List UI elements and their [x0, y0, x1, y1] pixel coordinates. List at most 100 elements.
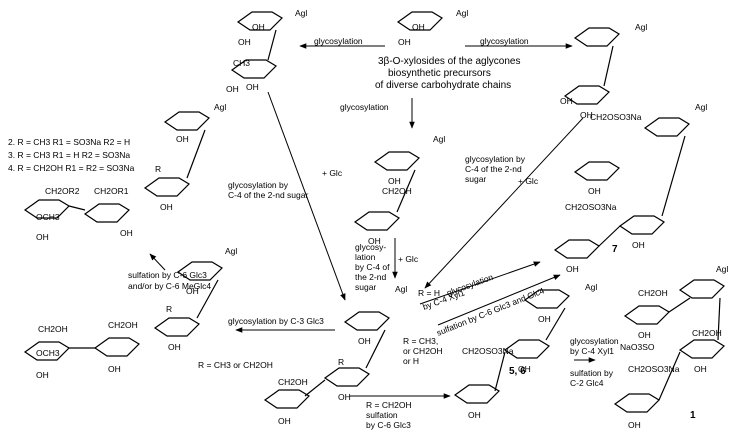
- agl-top-center: Agl: [456, 8, 468, 18]
- oh-19: OH: [358, 336, 371, 346]
- compound-numbers: 7 5, 6 1: [509, 244, 696, 421]
- label-r-ch2oh-1: R = CH2OH: [366, 400, 412, 410]
- label-xyl1-2: by C-4 Xyl1: [570, 346, 614, 356]
- label-sulf-c6-1: sulfation by C-6 Glc3: [128, 270, 207, 280]
- label-glycosy-4: the 2-nd: [355, 272, 386, 282]
- label-c4-left-1: glycosylation by: [228, 180, 289, 190]
- label-glyc-down: glycosylation: [340, 102, 389, 112]
- label-r-ch3: R = CH3 or CH2OH: [198, 360, 273, 370]
- def-4: 4. R = CH2OH R1 = R2 = SO3Na: [8, 163, 135, 173]
- och3-2: OCH3: [36, 348, 60, 358]
- r-central: R: [338, 357, 344, 367]
- agl-56: Agl: [585, 282, 597, 292]
- oh-13: OH: [388, 176, 401, 186]
- ch3-top-left: CH3: [233, 58, 250, 68]
- oh-10: OH: [160, 202, 173, 212]
- oh-17: OH: [108, 364, 121, 374]
- r-left-bottom: R: [166, 304, 172, 314]
- label-rh-1: R = H: [418, 288, 440, 298]
- oh-23: OH: [632, 240, 645, 250]
- label-r-mid-2: or CH2OH: [403, 346, 443, 356]
- compound-1: 1: [690, 410, 696, 421]
- ch2oh-lb-2: CH2OH: [108, 320, 138, 330]
- agl-7: Agl: [695, 102, 707, 112]
- agl-1: Agl: [716, 264, 728, 274]
- oh-3: OH: [252, 22, 265, 32]
- ch2or1: CH2OR1: [94, 186, 129, 196]
- agl-central: Agl: [395, 284, 407, 294]
- label-glc-mid: + Glc: [398, 254, 419, 264]
- substituent-labels: Agl Agl Agl Agl Agl Agl Agl Agl Agl Agl …: [36, 8, 728, 387]
- ch2or2: CH2OR2: [45, 186, 80, 196]
- oh-27: OH: [468, 410, 481, 420]
- label-r-ch2oh-2: sulfation: [366, 410, 398, 420]
- hydroxyl-labels: OH OH OH OH OH OH OH OH OH OH OH OH OH O…: [36, 22, 707, 430]
- ch2oh-center: CH2OH: [382, 186, 412, 196]
- sugar-rings: [23, 11, 725, 413]
- ch2oh-central: CH2OH: [278, 377, 308, 387]
- label-c4-left-2: C-4 of the 2-nd sugar: [228, 190, 308, 200]
- label-c4-right-3: sugar: [465, 174, 486, 184]
- ch2oso3na-7a: CH2OSO3Na: [590, 112, 642, 122]
- agl-center: Agl: [433, 134, 445, 144]
- oh-2: OH: [398, 37, 411, 47]
- compound-definitions: 2. R = CH3 R1 = SO3Na R2 = H 3. R = CH3 …: [8, 137, 135, 173]
- ch2oh-1b: CH2OH: [692, 328, 722, 338]
- r-left: R: [155, 164, 161, 174]
- label-glyc-c3: glycosylation by C-3 Glc3: [228, 316, 324, 326]
- center-line-2: biosynthetic precursors: [388, 68, 491, 79]
- label-r-ch2oh-3: by C-6 Glc3: [366, 420, 411, 430]
- naso3o-1: NaO3SO: [620, 342, 655, 352]
- oh-6: OH: [226, 84, 239, 94]
- agl-left: Agl: [214, 102, 226, 112]
- label-c4-right-1: glycosylation by: [465, 154, 526, 164]
- label-glycosy-1: glycosy-: [355, 242, 386, 252]
- label-r-mid-1: R = CH3,: [403, 336, 438, 346]
- oh-7: OH: [580, 110, 593, 120]
- agl-top-left: Agl: [295, 8, 307, 18]
- oh-5: OH: [246, 82, 259, 92]
- oh-4: OH: [238, 37, 251, 47]
- oh-29: OH: [628, 420, 641, 430]
- label-glc-right: + Glc: [518, 176, 539, 186]
- center-line-1: 3β-O-xylosides of the aglycones: [378, 56, 521, 67]
- compound-7: 7: [612, 244, 618, 255]
- oh-30: OH: [694, 364, 707, 374]
- oh-11: OH: [120, 228, 133, 238]
- label-glyc-right: glycosylation: [480, 36, 529, 46]
- oh-28: OH: [638, 330, 651, 340]
- agl-left-bottom: Agl: [225, 246, 237, 256]
- label-sulf-c6-2: and/or by C-6 MeGlc4: [128, 281, 211, 291]
- center-caption: 3β-O-xylosides of the aglycones biosynth…: [375, 56, 521, 91]
- oh-26: OH: [518, 364, 531, 374]
- label-sulf-c2-1: sulfation by: [570, 368, 614, 378]
- label-glycosy-5: sugar: [355, 282, 376, 292]
- compound-5-6: 5, 6: [509, 366, 526, 377]
- label-glycosy-2: lation: [355, 252, 376, 262]
- oh-20: OH: [338, 392, 351, 402]
- ch2oh-lb-1: CH2OH: [38, 324, 68, 334]
- oh-14: OH: [368, 236, 381, 246]
- oh-22: OH: [588, 186, 601, 196]
- agl-top-right: Agl: [635, 22, 647, 32]
- oh-25: OH: [538, 314, 551, 324]
- och3-1: OCH3: [36, 212, 60, 222]
- oh-9: OH: [176, 134, 189, 144]
- center-line-3: of diverse carbohydrate chains: [375, 80, 511, 91]
- ch2oh-1a: CH2OH: [638, 288, 668, 298]
- ch2oso3na-7b: CH2OSO3Na: [565, 202, 617, 212]
- oh-12: OH: [36, 232, 49, 242]
- oh-16: OH: [168, 342, 181, 352]
- label-xyl1-1: glycosylation: [570, 336, 619, 346]
- oh-24: OH: [566, 264, 579, 274]
- oh-15: OH: [186, 286, 199, 296]
- reaction-arrows: [149, 43, 596, 399]
- oh-21: OH: [278, 416, 291, 426]
- label-sulf-c2-2: C-2 Glc4: [570, 378, 604, 388]
- label-c4-right-2: C-4 of the 2-nd: [465, 164, 522, 174]
- oh-8: OH: [560, 96, 573, 106]
- def-3: 3. R = CH3 R1 = H R2 = SO3Na: [8, 150, 130, 160]
- ch2oso3na-1: CH2OSO3Na: [628, 364, 680, 374]
